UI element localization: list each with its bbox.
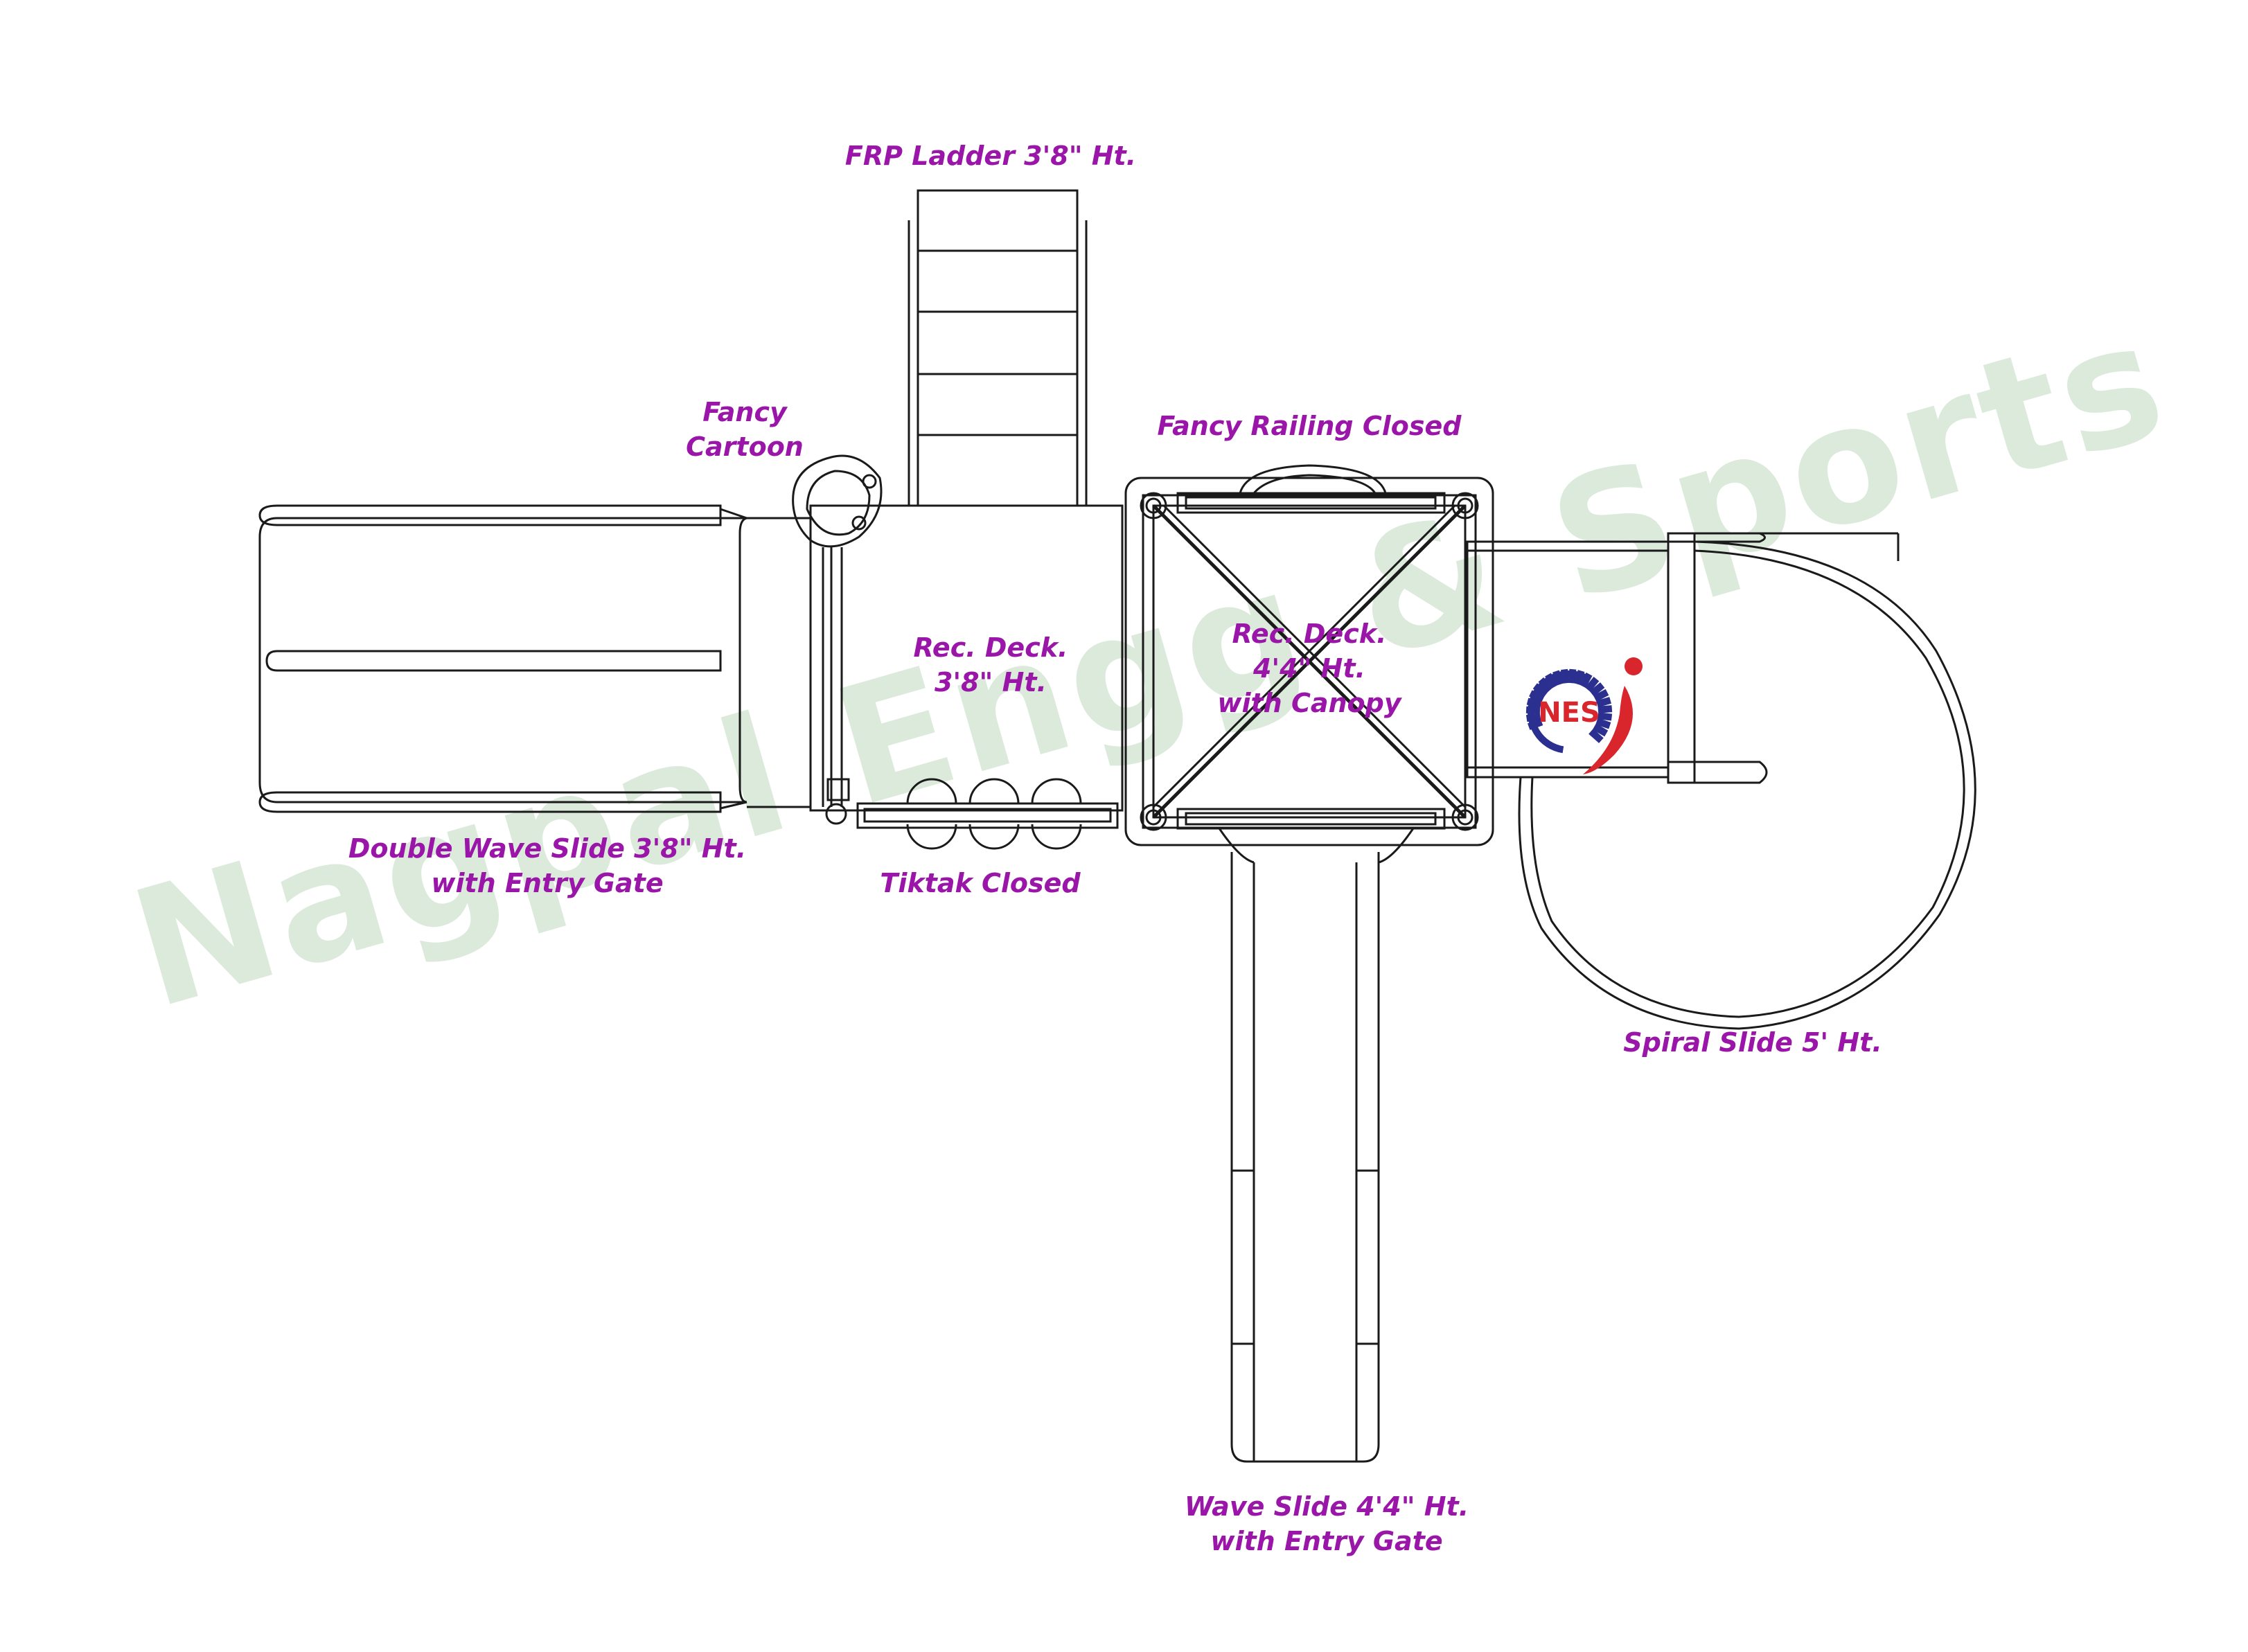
label-fancy-cartoon: Fancy Cartoon bbox=[686, 395, 804, 464]
gear-tooth bbox=[1588, 729, 1604, 743]
tiktak-panel bbox=[856, 778, 1119, 850]
gear-icon bbox=[1525, 668, 1613, 754]
label-rec-deck-large-line2: 4'4" Ht. bbox=[1253, 653, 1365, 684]
gear-tooth bbox=[1595, 697, 1611, 708]
label-wave-slide-line1: Wave Slide 4'4" Ht. bbox=[1184, 1491, 1469, 1522]
frp-ladder bbox=[908, 189, 1088, 507]
gear-tooth bbox=[1592, 723, 1609, 737]
wave-slide-bottom bbox=[1176, 808, 1446, 1463]
double-wave-slide bbox=[258, 504, 812, 813]
gear-ring bbox=[1528, 670, 1588, 754]
gear-tooth bbox=[1579, 672, 1593, 689]
gear-tooth bbox=[1593, 689, 1609, 702]
label-fancy-cartoon-line1: Fancy bbox=[702, 397, 787, 427]
gear-tooth bbox=[1589, 682, 1605, 697]
fancy-railing bbox=[1176, 464, 1446, 514]
label-rec-deck-small-line2: 3'8" Ht. bbox=[935, 667, 1047, 698]
label-tiktak: Tiktak Closed bbox=[880, 868, 1081, 898]
rec-deck-small bbox=[809, 504, 1124, 825]
label-rec-deck-large: Rec. Deck. 4'4" Ht. with Canopy bbox=[1217, 616, 1401, 720]
label-wave-slide-line2: with Entry Gate bbox=[1210, 1526, 1443, 1556]
label-double-wave-slide-line2: with Entry Gate bbox=[431, 868, 664, 898]
label-fancy-railing: Fancy Railing Closed bbox=[1157, 411, 1462, 441]
gear-tooth bbox=[1598, 712, 1613, 721]
gear-tooth bbox=[1584, 676, 1600, 692]
label-wave-slide: Wave Slide 4'4" Ht. with Entry Gate bbox=[1185, 1489, 1469, 1558]
label-spiral-slide: Spiral Slide 5' Ht. bbox=[1623, 1027, 1882, 1058]
label-rec-deck-small: Rec. Deck. 3'8" Ht. bbox=[914, 630, 1068, 700]
fancy-cartoon bbox=[792, 454, 883, 548]
gear-tooth bbox=[1598, 705, 1613, 713]
label-rec-deck-small-line1: Rec. Deck. bbox=[913, 632, 1068, 663]
spiral-slide bbox=[1466, 532, 1976, 1030]
label-rec-deck-large-line1: Rec. Deck. bbox=[1232, 619, 1387, 649]
label-double-wave-slide: Double Wave Slide 3'8" Ht. with Entry Ga… bbox=[348, 831, 746, 900]
gear-tooth bbox=[1595, 718, 1611, 729]
label-rec-deck-large-line3: with Canopy bbox=[1217, 688, 1401, 718]
label-double-wave-slide-line1: Double Wave Slide 3'8" Ht. bbox=[348, 833, 747, 864]
label-frp-ladder: FRP Ladder 3'8" Ht. bbox=[844, 141, 1137, 171]
logo-text: NES bbox=[1538, 697, 1600, 729]
label-fancy-cartoon-line2: Cartoon bbox=[686, 432, 804, 462]
nes-logo: NES bbox=[1525, 657, 1643, 774]
rec-deck-large-canopy bbox=[1124, 477, 1494, 846]
